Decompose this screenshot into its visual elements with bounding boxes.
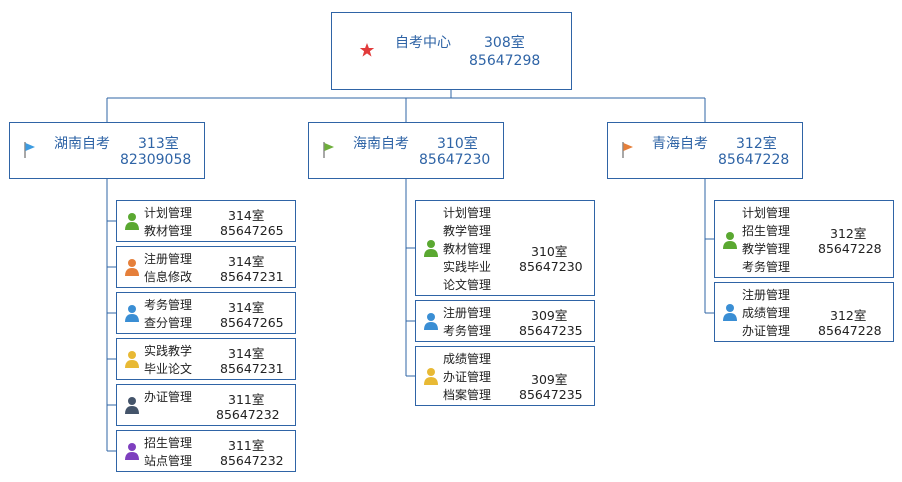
flag-icon [24, 142, 35, 158]
leaf-label: 教学管理 [742, 242, 791, 256]
leaf-label: 教材管理 [443, 242, 492, 256]
leaf-label: 查分管理 [144, 316, 193, 330]
leaf-label: 注册管理 [144, 252, 193, 266]
leaf-label: 计划管理 [742, 206, 791, 220]
person-icon [125, 443, 139, 460]
root-room: 308室 [484, 35, 525, 51]
branch-room: 313室 [138, 136, 179, 152]
leaf-label: 实践毕业 [443, 260, 492, 274]
leaf-node: 办证管理 311室 85647232 [116, 384, 296, 426]
leaf-phone: 85647265 [220, 315, 284, 330]
person-icon [125, 213, 139, 230]
person-icon [424, 368, 438, 385]
branch-title: 青海自考 [652, 136, 708, 152]
branch-node-qinghai: 青海自考 312室 85647228 [607, 122, 803, 179]
flag-icon [622, 142, 633, 158]
root-node: 自考中心 308室 85647298 [331, 12, 572, 90]
branch-title: 海南自考 [353, 136, 409, 152]
leaf-node: 注册管理 成绩管理 办证管理 312室 85647228 [714, 282, 894, 342]
leaf-room: 311室 [228, 392, 265, 407]
leaf-label: 站点管理 [144, 454, 193, 468]
leaf-room: 314室 [228, 208, 265, 223]
person-icon [125, 351, 139, 368]
leaf-room: 314室 [228, 300, 265, 315]
leaf-node: 计划管理 教学管理 教材管理 实践毕业 论文管理 310室 85647230 [415, 200, 595, 296]
leaf-phone: 85647230 [519, 259, 583, 274]
leaf-label: 档案管理 [443, 388, 492, 402]
leaf-label: 信息修改 [144, 270, 193, 284]
leaf-room: 311室 [228, 438, 265, 453]
branch-node-hunan: 湖南自考 313室 82309058 [9, 122, 205, 179]
leaf-label: 教材管理 [144, 224, 193, 238]
person-icon [424, 240, 438, 257]
leaf-phone: 85647228 [818, 241, 882, 256]
leaf-phone: 85647232 [216, 407, 280, 422]
leaf-label: 考务管理 [443, 324, 492, 338]
branch-node-hainan: 海南自考 310室 85647230 [308, 122, 504, 179]
leaf-room: 312室 [830, 226, 867, 241]
leaf-label: 论文管理 [443, 278, 492, 292]
leaf-room: 309室 [531, 308, 568, 323]
branch-phone: 85647230 [419, 152, 491, 168]
leaf-label: 计划管理 [144, 206, 193, 220]
leaf-node: 计划管理 教材管理 314室 85647265 [116, 200, 296, 242]
leaf-label: 教学管理 [443, 224, 492, 238]
leaf-room: 312室 [830, 308, 867, 323]
branch-phone: 82309058 [120, 152, 192, 168]
leaf-node: 招生管理 站点管理 311室 85647232 [116, 430, 296, 472]
leaf-label: 注册管理 [742, 288, 791, 302]
leaf-room: 309室 [531, 372, 568, 387]
branch-title: 湖南自考 [54, 136, 110, 152]
leaf-node: 计划管理 招生管理 教学管理 考务管理 312室 85647228 [714, 200, 894, 278]
person-icon [125, 397, 139, 414]
leaf-phone: 85647235 [519, 323, 583, 338]
person-icon [424, 313, 438, 330]
leaf-label: 注册管理 [443, 306, 492, 320]
leaf-room: 314室 [228, 254, 265, 269]
leaf-label: 考务管理 [144, 298, 193, 312]
leaf-label: 招生管理 [144, 436, 193, 450]
flag-icon [323, 142, 334, 158]
leaf-label: 成绩管理 [443, 352, 492, 366]
leaf-node: 实践教学 毕业论文 314室 85647231 [116, 338, 296, 380]
leaf-label: 办证管理 [144, 390, 193, 404]
leaf-label: 办证管理 [742, 324, 791, 338]
leaf-label: 计划管理 [443, 206, 492, 220]
leaf-label: 实践教学 [144, 344, 193, 358]
root-title: 自考中心 [395, 35, 451, 51]
leaf-node: 成绩管理 办证管理 档案管理 309室 85647235 [415, 346, 595, 406]
leaf-room: 310室 [531, 244, 568, 259]
leaf-label: 招生管理 [742, 224, 791, 238]
leaf-phone: 85647228 [818, 323, 882, 338]
leaf-phone: 85647232 [220, 453, 284, 468]
leaf-phone: 85647235 [519, 387, 583, 402]
leaf-label: 办证管理 [443, 370, 492, 384]
person-icon [125, 305, 139, 322]
leaf-phone: 85647231 [220, 269, 284, 284]
leaf-phone: 85647231 [220, 361, 284, 376]
leaf-label: 考务管理 [742, 260, 791, 274]
leaf-node: 考务管理 查分管理 314室 85647265 [116, 292, 296, 334]
red-star-icon [359, 43, 375, 57]
leaf-label: 成绩管理 [742, 306, 791, 320]
leaf-label: 毕业论文 [144, 362, 193, 376]
branch-room: 310室 [437, 136, 478, 152]
branch-phone: 85647228 [718, 152, 790, 168]
leaf-node: 注册管理 考务管理 309室 85647235 [415, 300, 595, 342]
root-phone: 85647298 [469, 53, 541, 69]
leaf-room: 314室 [228, 346, 265, 361]
leaf-node: 注册管理 信息修改 314室 85647231 [116, 246, 296, 288]
person-icon [723, 232, 737, 249]
person-icon [125, 259, 139, 276]
leaf-phone: 85647265 [220, 223, 284, 238]
person-icon [723, 304, 737, 321]
branch-room: 312室 [736, 136, 777, 152]
